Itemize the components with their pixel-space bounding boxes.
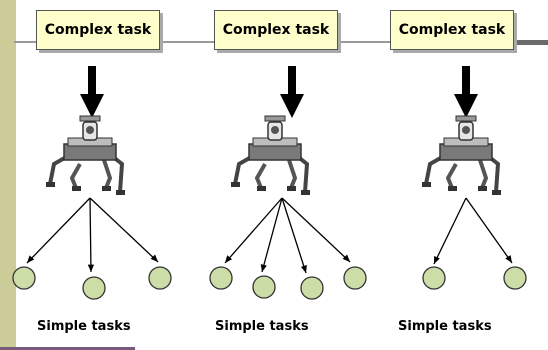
subtask-circle-icon	[12, 266, 36, 290]
decomposition-diagram	[12, 66, 527, 300]
subtask-arrow-head	[300, 265, 307, 273]
subtask-circle-icon	[209, 266, 233, 290]
complex-task-label-1: Complex task	[44, 22, 152, 38]
robot-icon	[422, 115, 501, 195]
subtask-arrow-icon	[89, 197, 159, 263]
subtask-arrow-head	[225, 255, 233, 263]
complex-task-label-3: Complex task	[398, 22, 506, 38]
subtask-arrow-icon	[224, 197, 283, 264]
down-arrow-icon	[462, 66, 470, 96]
down-arrow-icon-head	[280, 94, 304, 118]
robot-icon	[46, 115, 125, 195]
side-accent-bar	[0, 0, 16, 348]
subtask-arrow-head	[434, 256, 440, 264]
complex-task-label-2: Complex task	[222, 22, 330, 38]
down-arrow-icon	[288, 66, 296, 96]
subtask-arrow-icon	[281, 197, 351, 263]
down-arrow-icon-head	[454, 94, 478, 118]
subtask-arrow-icon	[433, 197, 467, 265]
down-arrow-icon-head	[80, 94, 104, 118]
subtask-arrow-head	[150, 254, 158, 262]
subtask-circle-icon	[148, 266, 172, 290]
subtask-circle-icon	[252, 275, 276, 299]
complex-task-box-2: Complex task	[214, 10, 338, 50]
complex-task-box-3: Complex task	[390, 10, 514, 50]
simple-tasks-label-2: Simple tasks	[215, 319, 309, 334]
subtask-arrow-head	[342, 254, 350, 262]
subtask-arrow-icon	[261, 197, 283, 273]
down-arrow-icon	[88, 66, 96, 96]
subtask-circle-icon	[82, 276, 106, 300]
robot-icon	[231, 115, 310, 195]
complex-task-box-1: Complex task	[36, 10, 160, 50]
subtask-arrow-icon	[465, 197, 513, 264]
simple-tasks-label-1: Simple tasks	[37, 319, 131, 334]
subtask-circle-icon	[503, 266, 527, 290]
subtask-arrow-icon	[281, 197, 307, 274]
top-divider-accent	[510, 40, 548, 45]
subtask-circle-icon	[343, 266, 367, 290]
subtask-circle-icon	[422, 266, 446, 290]
subtask-arrow-icon	[89, 197, 92, 273]
subtask-arrow-head	[87, 264, 95, 272]
subtask-arrow-icon	[26, 197, 91, 264]
simple-tasks-label-3: Simple tasks	[398, 319, 492, 334]
subtask-arrow-head	[505, 255, 512, 263]
subtask-arrow-head	[260, 264, 267, 272]
subtask-arrow-head	[27, 255, 35, 263]
subtask-circle-icon	[300, 276, 324, 300]
